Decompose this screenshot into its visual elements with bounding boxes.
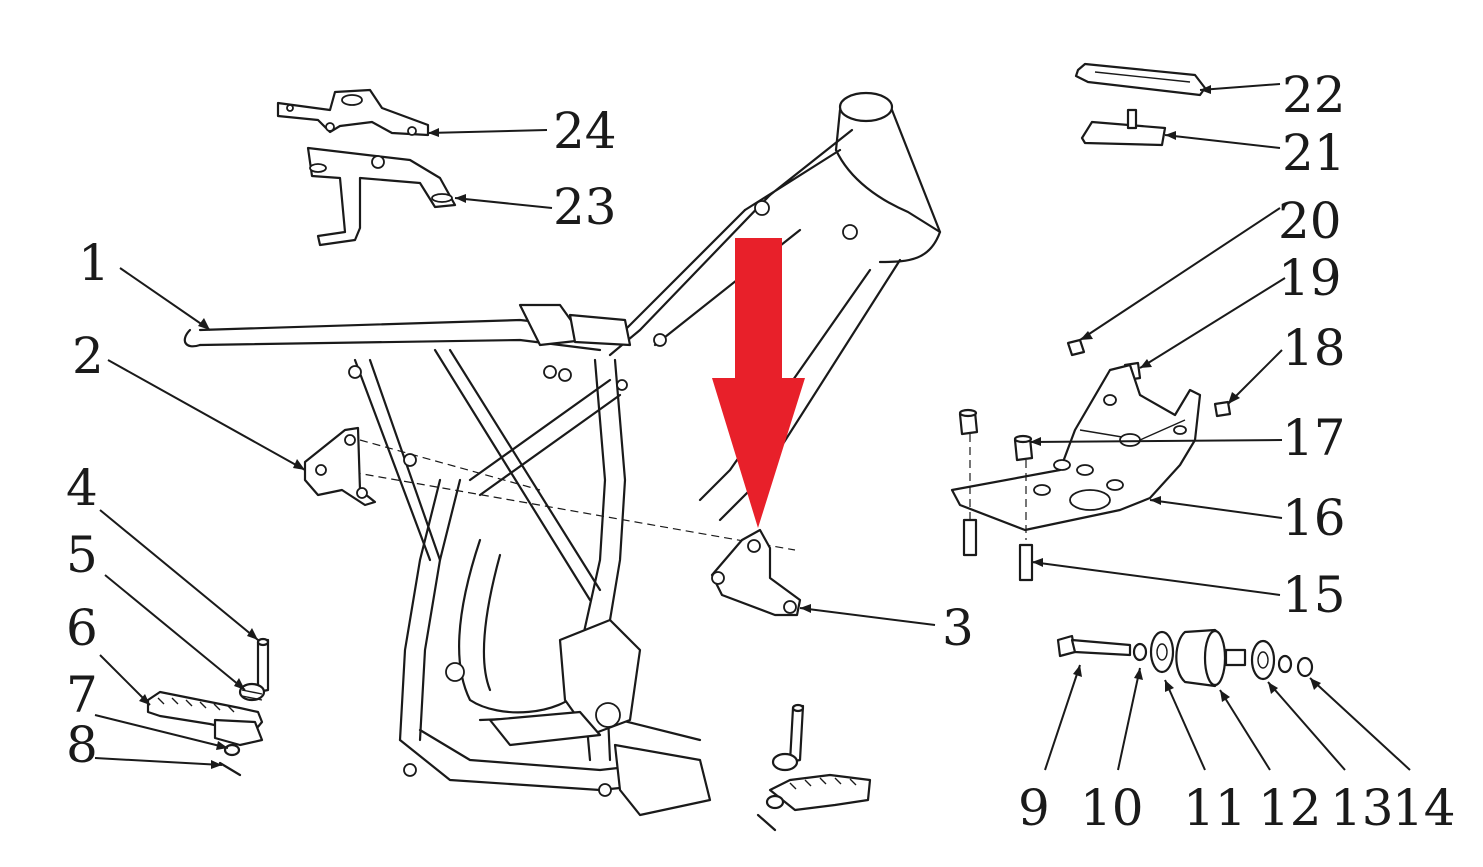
- callout-3: 3: [942, 599, 974, 657]
- callout-10: 10: [1080, 779, 1144, 837]
- callout-6: 6: [66, 599, 98, 657]
- callout-7: 7: [66, 666, 98, 724]
- part-21-plate: [1080, 108, 1167, 147]
- callout-5: 5: [66, 526, 98, 584]
- callout-16: 16: [1282, 489, 1346, 547]
- callout-20: 20: [1278, 192, 1342, 250]
- part-3-bracket: [710, 528, 802, 617]
- part-23-bracket: [306, 146, 457, 247]
- callout-21: 21: [1282, 124, 1346, 182]
- callout-23: 23: [553, 178, 617, 236]
- leader-lines: [94, 83, 1411, 771]
- left-footpeg-assembly: [146, 637, 270, 777]
- callout-9: 9: [1018, 779, 1050, 837]
- callout-8: 8: [66, 716, 98, 774]
- callout-13: 13: [1330, 779, 1394, 837]
- main-frame: [183, 91, 942, 817]
- callout-labels: 1 2 3 4 5 6 7 8 9 10 11 12 13 14 15 16 1…: [66, 66, 1456, 837]
- callout-17: 17: [1282, 409, 1346, 467]
- part-24-bracket: [276, 88, 430, 137]
- callout-15: 15: [1282, 566, 1346, 624]
- part-2-bracket: [303, 426, 377, 507]
- callout-14: 14: [1392, 779, 1456, 837]
- callout-19: 19: [1278, 249, 1342, 307]
- callout-12: 12: [1258, 779, 1322, 837]
- callout-24: 24: [553, 102, 617, 160]
- callout-2: 2: [72, 327, 104, 385]
- callout-18: 18: [1282, 319, 1346, 377]
- callout-4: 4: [66, 459, 98, 517]
- highlight-arrow: [712, 238, 805, 528]
- engine-mount-assembly: [1056, 628, 1314, 688]
- right-footpeg-assembly: [756, 703, 872, 832]
- skid-plate-assembly: [950, 338, 1232, 582]
- callout-22: 22: [1282, 66, 1346, 124]
- part-22-plate: [1074, 62, 1207, 97]
- callout-11: 11: [1183, 779, 1247, 837]
- callout-1: 1: [78, 234, 110, 292]
